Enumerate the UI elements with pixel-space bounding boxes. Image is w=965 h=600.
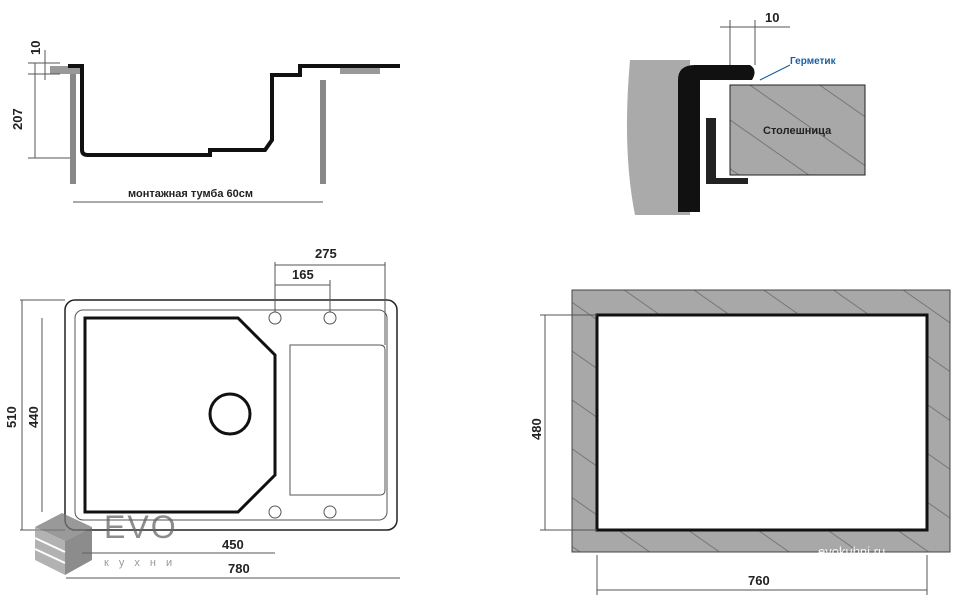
tap-hole	[323, 505, 337, 519]
detail-view: 10 Герметик Столешница	[626, 10, 866, 215]
tap-hole	[323, 311, 337, 325]
dim-gap-10: 10	[765, 10, 779, 25]
sink-outline	[64, 299, 398, 531]
sink-rim-section	[678, 65, 755, 212]
countertop-left	[50, 66, 80, 74]
dim-510: 510	[4, 406, 19, 428]
watermark: evokuhni.ru	[818, 544, 885, 559]
logo-subtext: кухни	[104, 557, 182, 569]
sink-profile	[68, 64, 400, 157]
side-view: 10 207 монтажная тумба 60см	[10, 41, 400, 203]
dim-480: 480	[529, 418, 544, 440]
sealant-label: Герметик	[790, 56, 837, 67]
clamp-bracket	[712, 178, 748, 184]
dim-165: 165	[292, 267, 314, 282]
cutout-opening	[595, 313, 929, 532]
logo-text: EVO	[104, 509, 178, 545]
cabinet-wall-left	[70, 74, 76, 184]
evo-logo: EVO кухни	[34, 509, 182, 575]
countertop-label: Столешница	[763, 125, 832, 137]
countertop-right	[340, 66, 380, 74]
dim-440: 440	[26, 406, 41, 428]
dim-depth-207: 207	[10, 108, 25, 130]
dim-rim-10: 10	[28, 41, 43, 55]
cabinet-label: монтажная тумба 60см	[128, 188, 253, 200]
cutout-view: 480 760	[529, 289, 951, 595]
dim-275: 275	[315, 246, 337, 261]
bowl-outline	[83, 316, 277, 514]
tap-hole	[268, 311, 282, 325]
dim-760: 760	[748, 573, 770, 588]
countertop-section	[729, 84, 866, 176]
dim-450: 450	[222, 537, 244, 552]
cabinet-wall-right	[320, 80, 326, 184]
clamp-bolt	[706, 118, 716, 184]
dim-780: 780	[228, 561, 250, 576]
cabinet-section	[626, 60, 690, 215]
drainboard-outline	[289, 344, 386, 496]
drain-hole	[208, 392, 252, 436]
tap-hole	[268, 505, 282, 519]
